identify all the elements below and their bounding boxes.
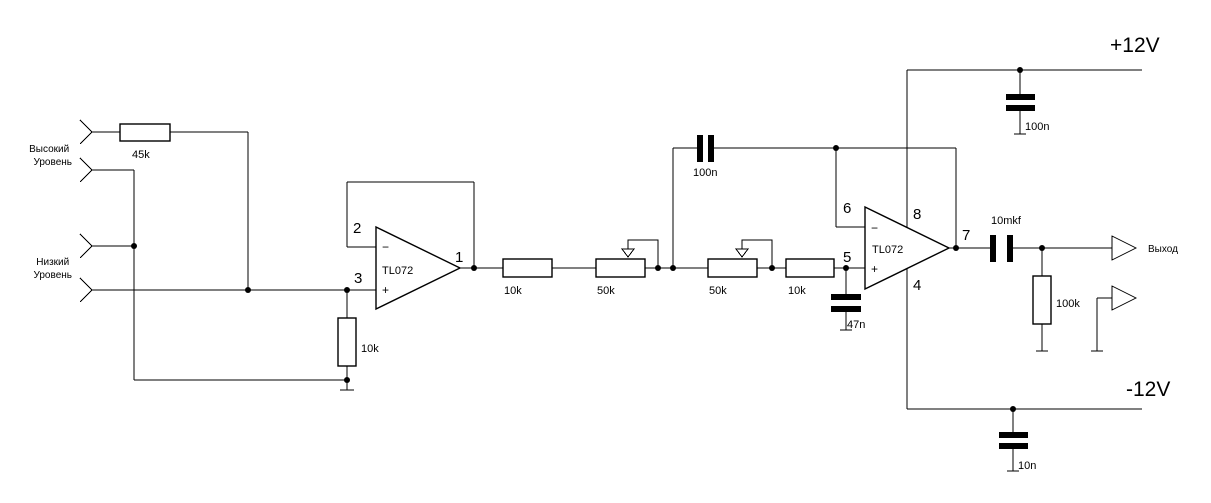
junction-dot bbox=[1010, 406, 1016, 412]
opamp-2-minus-sign: − bbox=[871, 221, 878, 235]
resistor-10k-bias-label: 10k bbox=[361, 343, 379, 355]
label-low-level: Низкий Уровень bbox=[33, 257, 72, 281]
junction-dot bbox=[769, 265, 775, 271]
potentiometer-1-label: 50k bbox=[597, 285, 615, 297]
junction-dot bbox=[344, 287, 350, 293]
potentiometer-1-wiper-wire bbox=[627, 239, 659, 268]
output-wires bbox=[949, 247, 1112, 351]
potentiometer-2-label: 50k bbox=[709, 285, 727, 297]
opamp-2-body bbox=[864, 205, 951, 291]
capacitor-plate bbox=[831, 306, 861, 312]
opamp-2-pin-vpos: 8 bbox=[913, 206, 921, 223]
input-connector-high-2[interactable] bbox=[79, 157, 93, 183]
capacitor-plate bbox=[697, 135, 703, 162]
opamp-2[interactable]: − + TL072 bbox=[864, 205, 951, 291]
junction-dot bbox=[833, 145, 839, 151]
capacitor-100n-decouple[interactable] bbox=[1006, 94, 1035, 111]
capacitor-plate bbox=[1007, 235, 1013, 262]
input-connectors bbox=[79, 119, 93, 303]
opamp-1[interactable]: − + TL072 bbox=[375, 225, 462, 311]
junction-dot bbox=[655, 265, 661, 271]
junction-dot bbox=[843, 265, 849, 271]
junction-dot bbox=[245, 287, 251, 293]
opamp-1-minus-sign: − bbox=[382, 240, 389, 254]
capacitor-10n-decouple-label: 10n bbox=[1018, 460, 1036, 472]
output-arrow-icon bbox=[1111, 235, 1138, 261]
capacitor-10n-decouple[interactable] bbox=[999, 432, 1028, 449]
output-connector[interactable] bbox=[1111, 235, 1138, 261]
opamp-2-plus-sign: + bbox=[871, 262, 878, 276]
opamp-1-pin-out: 1 bbox=[455, 249, 463, 266]
capacitor-plate bbox=[999, 443, 1028, 449]
resistor-10k-series2-label: 10k bbox=[788, 285, 806, 297]
capacitor-plate bbox=[1006, 94, 1035, 100]
input-connector-low-1[interactable] bbox=[79, 233, 93, 259]
capacitor-47n-label: 47n bbox=[847, 319, 865, 331]
opamp-1-pin-inv: 2 bbox=[353, 220, 361, 237]
opamp-1-plus-sign: + bbox=[382, 283, 389, 297]
potentiometer-1[interactable] bbox=[595, 239, 659, 278]
input-connector-high-1[interactable] bbox=[79, 119, 93, 145]
resistor-10k-bias[interactable] bbox=[337, 317, 357, 367]
label-high-level-line1: Высокий bbox=[29, 144, 69, 155]
potentiometer-2[interactable] bbox=[707, 239, 773, 278]
potentiometer-2-wiper-wire bbox=[741, 239, 773, 268]
resistor-45k-label: 45k bbox=[132, 149, 150, 161]
capacitor-10mkf-coupling-label: 10mkf bbox=[991, 215, 1022, 227]
power-wires bbox=[906, 69, 1142, 471]
rail-positive-label: +12V bbox=[1110, 34, 1160, 57]
rail-negative-label: -12V bbox=[1126, 378, 1170, 401]
junction-dot bbox=[670, 265, 676, 271]
opamp-1-feedback-wire bbox=[346, 181, 475, 268]
opamp-2-pin-noninv: 5 bbox=[843, 249, 851, 266]
capacitor-10mkf-coupling[interactable] bbox=[990, 235, 1013, 262]
capacitor-plate bbox=[999, 432, 1028, 438]
opamp-2-name: TL072 bbox=[872, 244, 903, 256]
potentiometer-2-body bbox=[707, 258, 758, 278]
junction-dot bbox=[1039, 245, 1045, 251]
resistor-45k[interactable] bbox=[119, 123, 171, 142]
input-wires bbox=[92, 131, 376, 390]
label-high-level-line2: Уровень bbox=[33, 157, 72, 168]
junction-dot bbox=[131, 243, 137, 249]
junction-dot bbox=[953, 245, 959, 251]
capacitor-47n[interactable] bbox=[831, 294, 861, 312]
potentiometer-1-body bbox=[595, 258, 646, 278]
capacitor-plate bbox=[990, 235, 996, 262]
output-ground-connector[interactable] bbox=[1111, 285, 1138, 311]
capacitor-100n-feedback[interactable] bbox=[697, 135, 714, 162]
opamp-2-pin-inv: 6 bbox=[843, 200, 851, 217]
capacitor-100n-feedback-label: 100n bbox=[693, 167, 717, 179]
opamp-1-body bbox=[375, 225, 462, 311]
resistor-100k-output[interactable] bbox=[1032, 275, 1052, 325]
opamp-1-pin-noninv: 3 bbox=[354, 270, 362, 287]
capacitor-100n-decouple-label: 100n bbox=[1025, 121, 1049, 133]
input-connector-low-2[interactable] bbox=[79, 277, 93, 303]
junction-dot bbox=[1017, 67, 1023, 73]
potentiometer-1-wiper-arrow bbox=[621, 248, 635, 258]
opamp-1-name: TL072 bbox=[382, 265, 413, 277]
resistor-10k-series2[interactable] bbox=[785, 258, 835, 278]
label-low-level-line1: Низкий bbox=[36, 257, 69, 268]
capacitor-plate bbox=[1006, 105, 1035, 111]
resistor-10k-series1[interactable] bbox=[502, 258, 553, 278]
opamp-2-pin-out: 7 bbox=[962, 227, 970, 244]
junction-dot bbox=[344, 377, 350, 383]
output-ground-arrow-icon bbox=[1111, 285, 1138, 311]
label-high-level: Высокий Уровень bbox=[29, 144, 72, 168]
potentiometer-2-wiper-arrow bbox=[735, 248, 749, 258]
capacitor-plate bbox=[708, 135, 714, 162]
resistor-100k-output-label: 100k bbox=[1056, 298, 1080, 310]
label-low-level-line2: Уровень bbox=[33, 270, 72, 281]
output-label: Выход bbox=[1148, 244, 1178, 255]
capacitor-plate bbox=[831, 294, 861, 300]
resistor-10k-series1-label: 10k bbox=[504, 285, 522, 297]
opamp-2-pin-vneg: 4 bbox=[913, 277, 921, 294]
